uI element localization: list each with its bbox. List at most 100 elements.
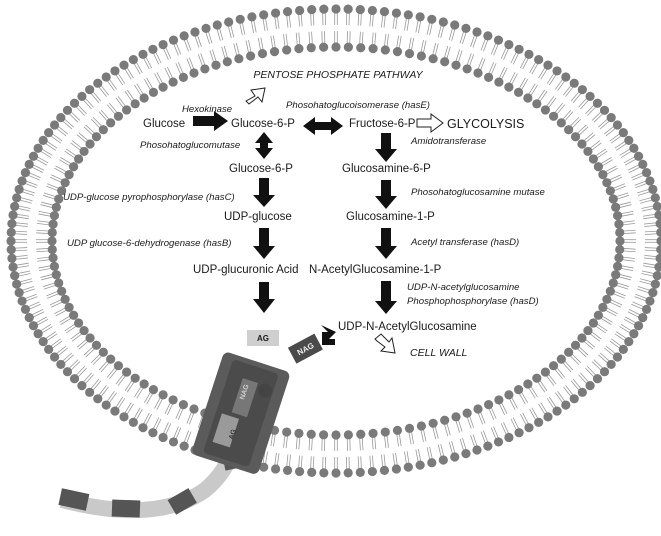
- lipid-head: [270, 464, 281, 474]
- lipid-head: [12, 193, 22, 203]
- lipid-head: [654, 210, 661, 220]
- lipid-head: [450, 452, 460, 462]
- lipid-head: [319, 42, 329, 52]
- enzyme-phosphoglucomutase: Phosohatoglucomutase: [140, 140, 240, 151]
- chain-segment-dark: [167, 488, 197, 515]
- lipid-head: [10, 201, 20, 212]
- lipid-head: [343, 430, 353, 440]
- lipid-head: [654, 262, 661, 272]
- lipid-head: [294, 428, 304, 438]
- lipid-head: [319, 430, 329, 440]
- lipid-head: [77, 91, 87, 101]
- enzyme-udp-n-acetylglucosamine-line1: UDP-N-acetylglucosamine: [407, 282, 520, 293]
- lipid-head: [379, 6, 390, 17]
- lipid-head: [608, 278, 618, 288]
- lipid-head: [608, 194, 618, 204]
- lipid-head: [51, 270, 61, 280]
- lipid-head: [552, 66, 562, 76]
- lipid-head: [451, 412, 461, 422]
- lipid-head: [540, 367, 550, 377]
- lipid-head: [49, 120, 60, 130]
- lipid-head: [504, 82, 514, 92]
- lipid-head: [612, 352, 623, 362]
- lipid-head: [74, 154, 84, 164]
- lipid-head: [404, 423, 415, 433]
- lipid-head: [493, 35, 504, 45]
- lipid-head: [638, 159, 648, 169]
- lipid-head: [577, 139, 587, 149]
- lipid-head: [6, 227, 16, 237]
- lipid-head: [47, 236, 57, 246]
- lipid-head: [472, 445, 482, 455]
- lipid-head: [128, 55, 138, 65]
- synthase-knob: [258, 383, 273, 398]
- lipid-head: [110, 406, 120, 416]
- arrow-glucose-to-g6p: [193, 111, 228, 131]
- lipid-head: [158, 390, 168, 400]
- lipid-head: [416, 421, 427, 431]
- lipid-head: [615, 227, 625, 238]
- lipid-head: [168, 77, 178, 87]
- lipid-head: [367, 466, 377, 477]
- lipid-head: [85, 85, 95, 95]
- lipid-head: [130, 99, 140, 109]
- lipid-head: [392, 46, 403, 57]
- lipid-head: [523, 93, 533, 103]
- lipid-head: [650, 279, 660, 289]
- lipid-head: [20, 304, 31, 314]
- node-udp-n-acetylglucosamine: UDP-N-AcetylGlucosamine: [338, 321, 477, 333]
- lipid-head: [629, 329, 639, 339]
- lipid-head: [138, 423, 148, 433]
- lipid-head: [462, 64, 472, 74]
- lipid-head: [633, 151, 644, 161]
- ag-chip: [247, 330, 279, 346]
- lipid-head: [331, 468, 341, 478]
- lipid-head: [427, 458, 437, 468]
- lipid-head: [615, 236, 625, 246]
- lipid-head: [583, 146, 593, 157]
- lipid-head: [77, 381, 87, 391]
- lipid-head: [606, 112, 616, 123]
- hollow-arrows: [245, 87, 444, 354]
- chain-segment-dark: [58, 488, 90, 511]
- lipid-head: [592, 374, 603, 384]
- lipid-head: [548, 111, 559, 121]
- lipid-head: [514, 44, 524, 54]
- lipid-head: [577, 333, 587, 343]
- node-fructose-6-p: Fructose-6-P: [349, 118, 416, 130]
- node-glucose-6-p: Glucose-6-P: [229, 163, 293, 175]
- lipid-head: [139, 379, 149, 389]
- lipid-head: [524, 49, 534, 59]
- lipid-head: [91, 132, 102, 142]
- lipid-head: [168, 395, 178, 405]
- lipid-head: [295, 5, 305, 16]
- lipid-head: [44, 127, 54, 138]
- lipid-head: [168, 437, 179, 447]
- lipid-head: [28, 321, 39, 331]
- lipid-head: [493, 437, 504, 447]
- lipid-head: [101, 400, 111, 410]
- lipid-head: [17, 296, 27, 306]
- lipid-head: [28, 151, 39, 161]
- lipid-head: [12, 279, 22, 289]
- lipid-head: [128, 417, 138, 427]
- lipid-head: [612, 120, 623, 130]
- lipid-head: [14, 184, 24, 194]
- lipid-head: [110, 66, 120, 76]
- lipid-head: [602, 294, 612, 304]
- lipid-head: [652, 201, 661, 212]
- lipid-head: [306, 43, 316, 53]
- lipid-head: [38, 337, 48, 347]
- lipid-head: [367, 5, 377, 16]
- lipid-head: [62, 367, 73, 377]
- synthase-nag-label: NAG: [239, 383, 251, 400]
- lipid-head: [148, 428, 158, 438]
- lipid-head: [504, 390, 514, 400]
- lipid-head: [222, 57, 232, 67]
- lipid-head: [543, 412, 553, 422]
- lipid-head: [524, 423, 534, 433]
- lipid-head: [483, 31, 493, 41]
- arrow-g6p-f6p: [303, 117, 343, 135]
- enzyme-acetyl-transferase: Acetyl transferase (hasD): [410, 237, 519, 248]
